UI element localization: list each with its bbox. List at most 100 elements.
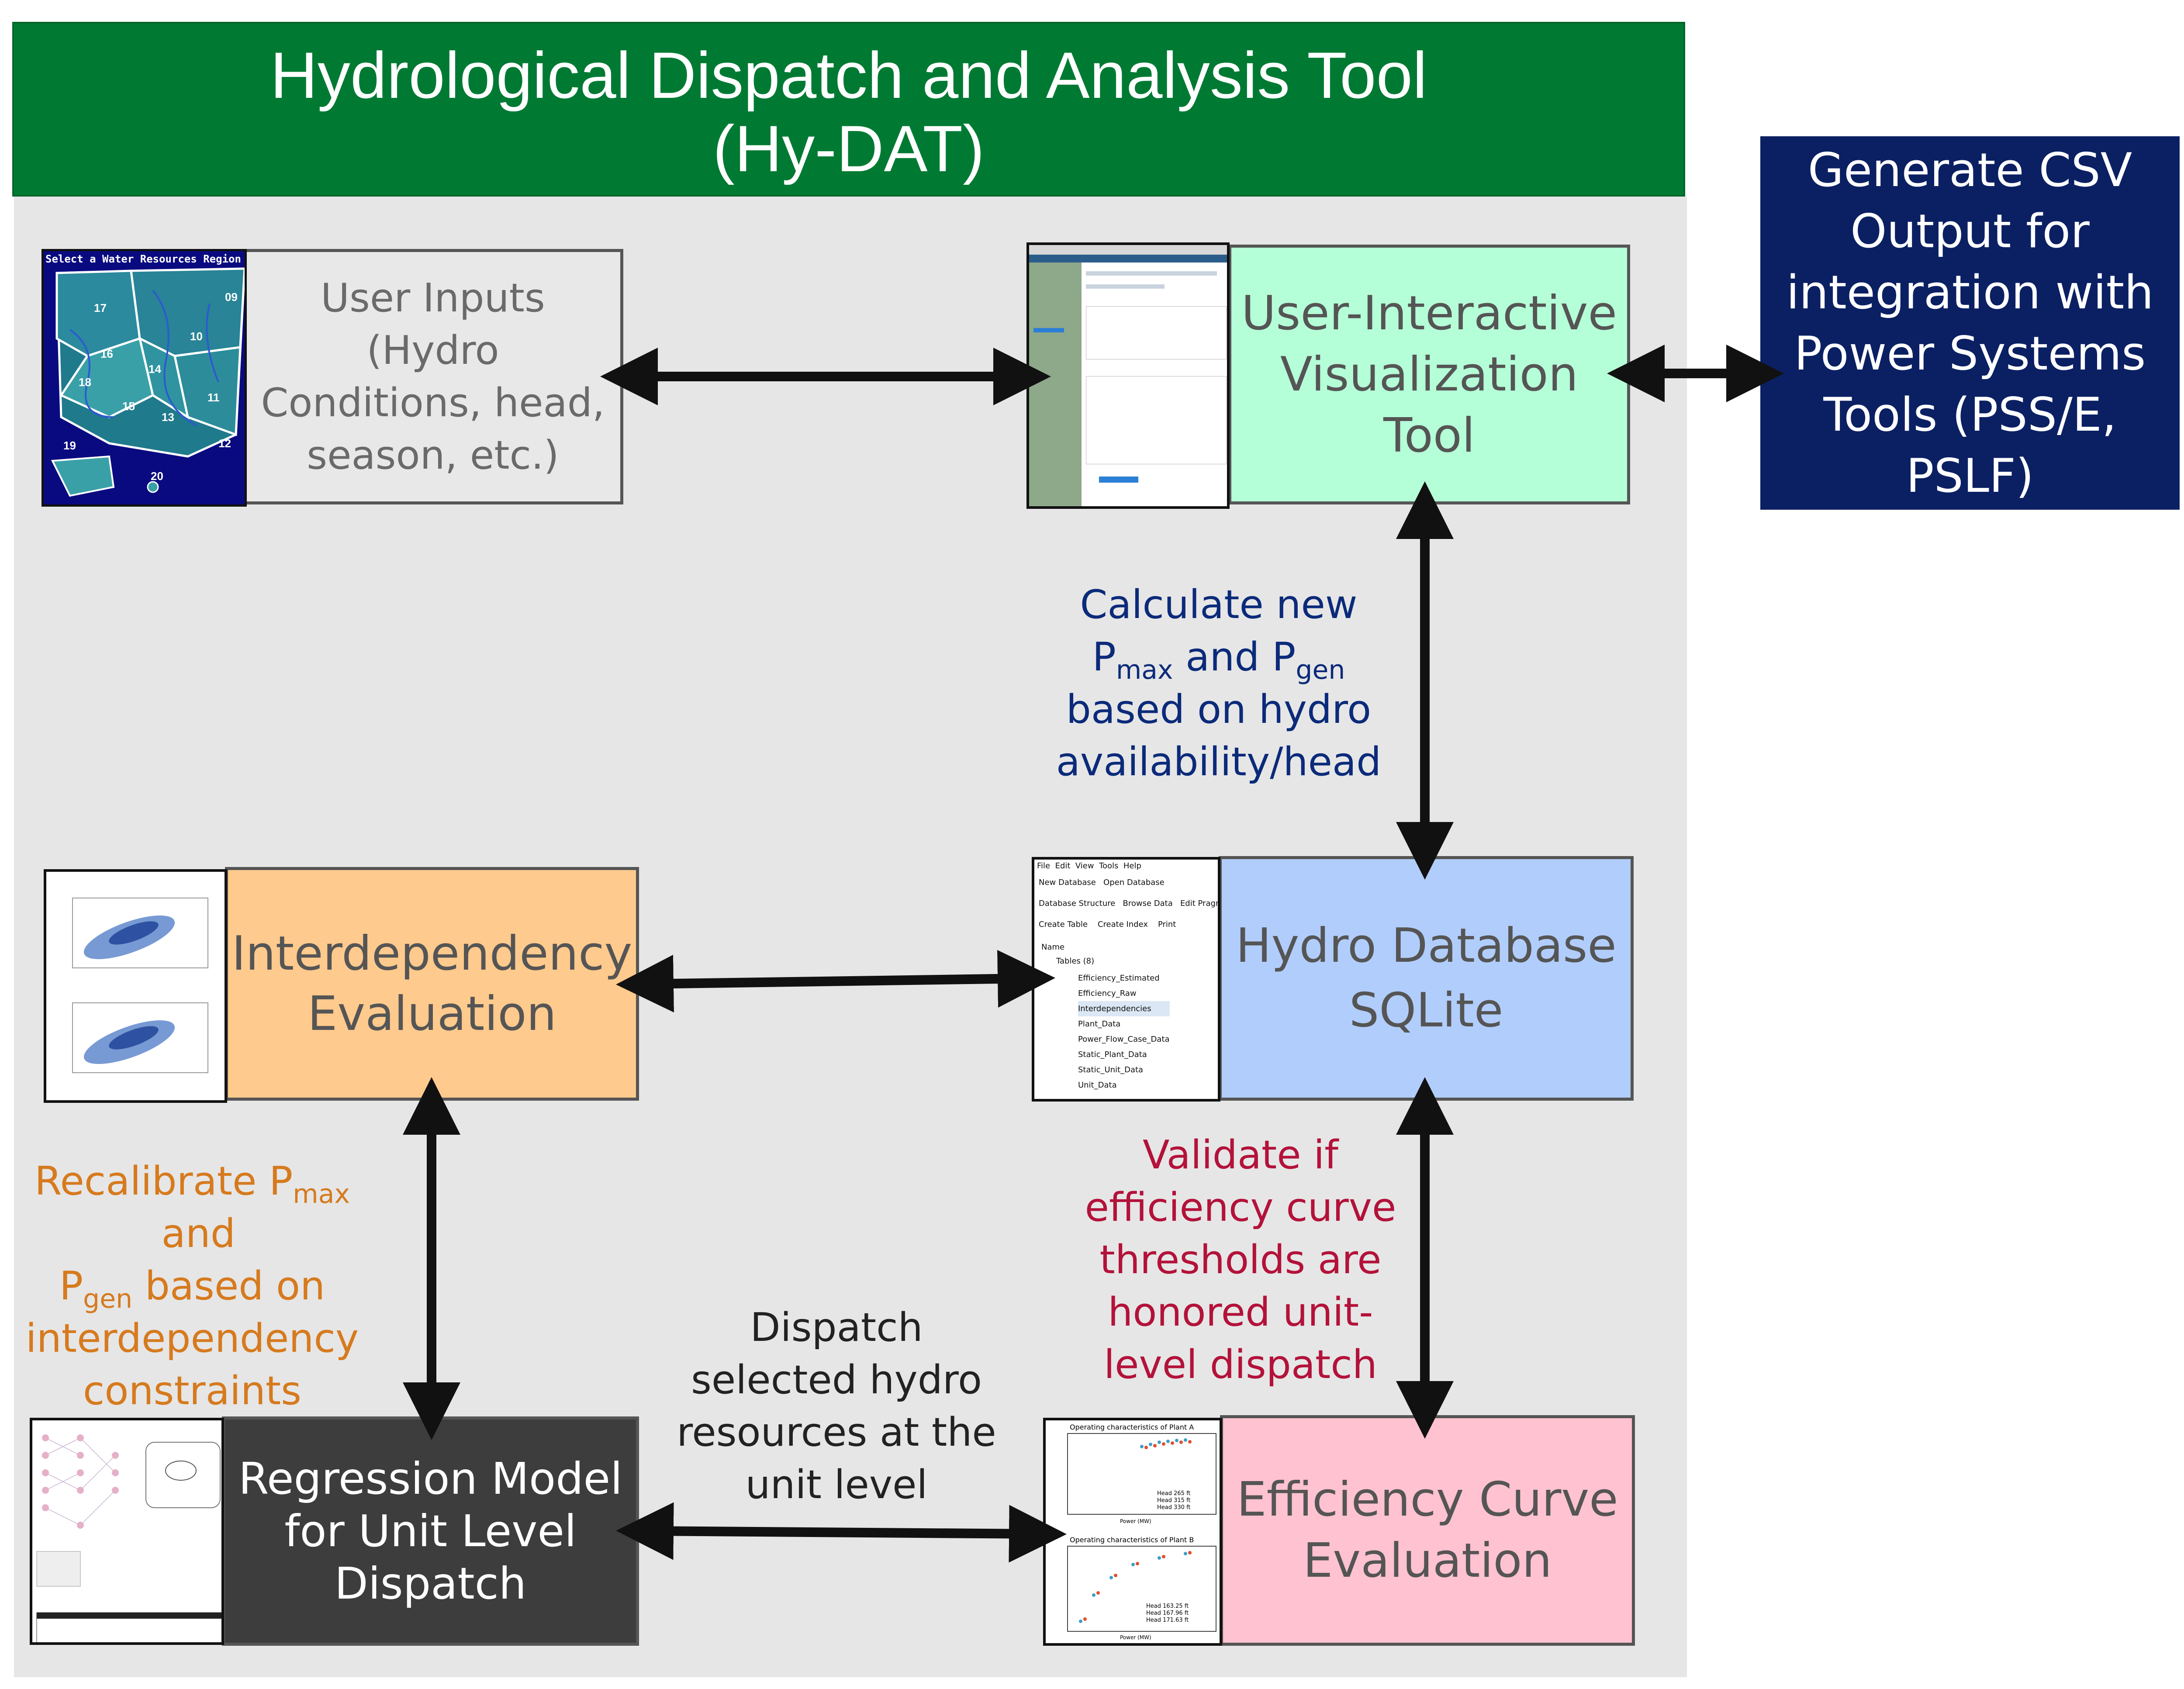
table-item: Static_Plant_Data xyxy=(1078,1050,1147,1059)
arrow-interdependency-database xyxy=(616,950,1055,1013)
database-line: Hydro Database xyxy=(1236,919,1617,973)
subscript: max xyxy=(1116,655,1173,685)
menu-item: View xyxy=(1075,861,1094,870)
recalibrate-note: Recalibrate Pmax and Pgen based on inter… xyxy=(0,1155,384,1417)
user-inputs-line: Conditions, head, xyxy=(261,380,605,426)
arrow-regression-efficiency xyxy=(616,1502,1067,1563)
action: Create Index xyxy=(1097,920,1148,929)
p-symbol: P xyxy=(1272,634,1296,680)
interdependency-evaluation-box: Interdependency Evaluation xyxy=(225,867,639,1101)
plot-b-xlabel: Power (MW) xyxy=(1120,1634,1151,1641)
database-line: SQLite xyxy=(1349,983,1503,1038)
region-label: 15 xyxy=(122,400,135,413)
region-label: 18 xyxy=(79,376,91,389)
tab: Browse Data xyxy=(1123,899,1173,908)
tab: Database Structure xyxy=(1039,899,1116,908)
p-symbol: P xyxy=(269,1158,293,1204)
action: Print xyxy=(1158,920,1176,929)
csv-line: Tools (PSS/E, xyxy=(1823,387,2117,442)
title-line-1: Hydrological Dispatch and Analysis Tool xyxy=(270,38,1427,112)
efficiency-line: Efficiency Curve xyxy=(1237,1472,1618,1527)
water-regions-map-thumbnail: Select a Water Resources Region 17 09 16… xyxy=(41,249,247,507)
plot-b-title: Operating characteristics of Plant B xyxy=(1070,1536,1194,1544)
region-label: 12 xyxy=(218,437,231,450)
tables-node: Tables (8) xyxy=(1056,957,1095,966)
efficiency-curve-box: Efficiency Curve Evaluation xyxy=(1220,1415,1635,1646)
tab: Edit Pragmas xyxy=(1180,899,1218,908)
table-item: Static_Unit_Data xyxy=(1078,1065,1144,1074)
p-symbol: P xyxy=(1092,634,1116,680)
csv-line: Output for xyxy=(1850,204,2090,258)
calculate-note: Calculate new Pmax and Pgen based on hyd… xyxy=(1005,579,1433,788)
note-line: Pmax and Pgen xyxy=(1005,631,1433,684)
visualization-line: User-Interactive xyxy=(1241,286,1617,341)
visualization-line: Visualization xyxy=(1280,347,1579,402)
sqlite-browser-thumbnail: File Edit View Tools Help New Database O… xyxy=(1032,857,1220,1102)
plot-a-xlabel: Power (MW) xyxy=(1120,1518,1151,1524)
region-label: 13 xyxy=(162,411,174,424)
interdependency-line: Interdependency xyxy=(232,926,632,981)
region-label: 10 xyxy=(190,330,203,343)
menu-item: Tools xyxy=(1099,861,1119,870)
note-line: Pgen based on xyxy=(0,1260,384,1313)
table-item: Plant_Data xyxy=(1078,1019,1121,1029)
region-label: 19 xyxy=(63,439,76,452)
efficiency-line: Evaluation xyxy=(1303,1534,1552,1588)
visualization-line: Tool xyxy=(1383,408,1475,463)
legend-item: Head 167.96 ft xyxy=(1146,1610,1189,1616)
validate-note: Validate if efficiency curve thresholds … xyxy=(1026,1129,1455,1391)
legend-item: Head 330 ft xyxy=(1157,1504,1191,1511)
action: Create Table xyxy=(1039,920,1088,929)
subscript: max xyxy=(293,1179,350,1209)
table-item: Unit_Data xyxy=(1078,1081,1117,1090)
table-item: Interdependencies xyxy=(1078,1001,1170,1016)
note-line: availability/head xyxy=(1056,739,1382,785)
toolbar-item: Open Database xyxy=(1103,878,1165,887)
p-symbol: P xyxy=(59,1263,83,1309)
legend-item: Head 163.25 ft xyxy=(1146,1603,1189,1610)
plot-a-title: Operating characteristics of Plant A xyxy=(1070,1423,1194,1431)
csv-line: Generate CSV xyxy=(1807,143,2132,197)
interdependency-plots-thumbnail xyxy=(44,869,227,1103)
tree-header: Name xyxy=(1041,943,1065,952)
interdependency-line: Evaluation xyxy=(308,986,556,1041)
note-line: resources at the xyxy=(677,1409,996,1455)
note-line: Calculate new xyxy=(1080,582,1358,628)
csv-line: PSLF) xyxy=(1906,449,2034,503)
note-line: Dispatch xyxy=(750,1305,923,1351)
user-inputs-line: season, etc.) xyxy=(307,432,559,478)
regression-line: Regression Model xyxy=(238,1453,622,1504)
table-item: Power_Flow_Case_Data xyxy=(1078,1035,1170,1044)
region-label: 17 xyxy=(94,301,107,314)
note-line: unit level xyxy=(745,1462,928,1508)
visualization-app-thumbnail xyxy=(1026,242,1230,509)
region-label: 20 xyxy=(151,470,163,483)
user-inputs-line: (Hydro xyxy=(366,327,499,373)
note-line: Validate if xyxy=(1143,1132,1338,1178)
title-line-2: (Hy-DAT) xyxy=(712,112,985,185)
note-line: efficiency curve xyxy=(1085,1185,1396,1230)
region-label: 09 xyxy=(225,290,238,304)
toolbar-item: New Database xyxy=(1039,878,1096,887)
note-fragment: based on xyxy=(132,1263,325,1309)
legend-item: Head 265 ft xyxy=(1157,1490,1191,1497)
menu-item: Edit xyxy=(1055,861,1071,870)
map-graphic xyxy=(51,267,245,497)
table-item: Efficiency_Raw xyxy=(1078,989,1137,998)
user-inputs-line: User Inputs xyxy=(321,275,545,321)
efficiency-plots-thumbnail: Operating characteristics of Plant A Ope… xyxy=(1043,1418,1222,1646)
note-line: level dispatch xyxy=(1104,1342,1377,1388)
note-line: selected hydro xyxy=(691,1357,982,1403)
legend-item: Head 315 ft xyxy=(1157,1497,1191,1504)
menu-item: File xyxy=(1037,861,1051,870)
dispatch-note: Dispatch selected hydro resources at the… xyxy=(655,1302,1018,1511)
note-line: constraints xyxy=(83,1368,302,1414)
visualization-tool-box: User-Interactive Visualization Tool xyxy=(1228,245,1630,504)
legend-item: Head 171.63 ft xyxy=(1146,1617,1189,1623)
regression-network-thumbnail xyxy=(30,1418,224,1645)
note-fragment: and xyxy=(149,1211,235,1257)
note-fragment: Recalibrate xyxy=(34,1158,270,1204)
regression-line: Dispatch xyxy=(334,1558,527,1609)
csv-line: Power Systems xyxy=(1794,326,2146,380)
